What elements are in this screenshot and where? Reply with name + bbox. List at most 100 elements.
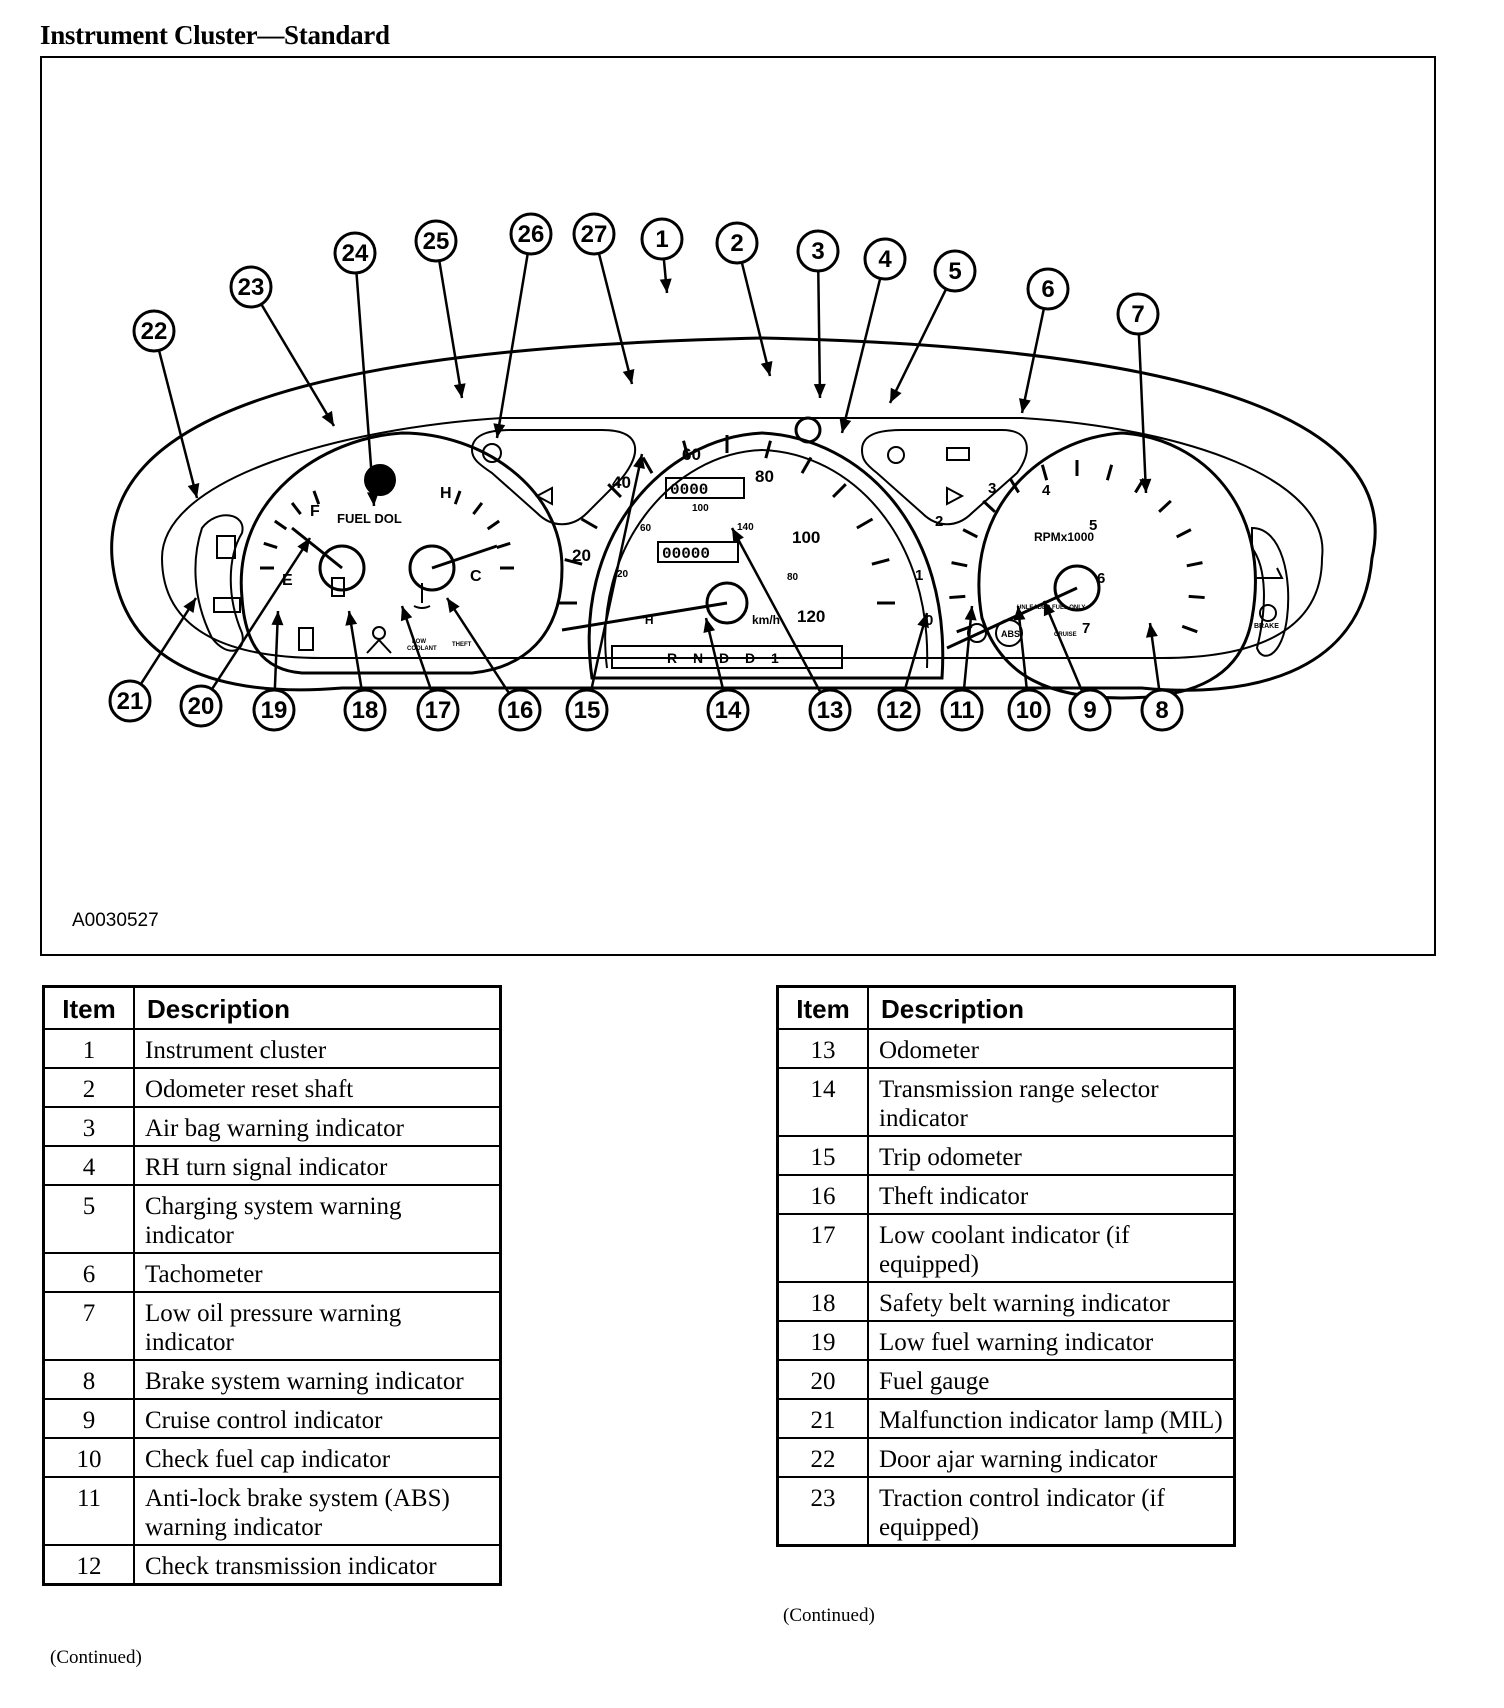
traction-control-icon (364, 464, 396, 496)
callout-circle (933, 249, 977, 293)
callout-arrowhead (297, 538, 310, 554)
gauge-tick (1008, 477, 1020, 494)
callout-9: 9 (1042, 600, 1112, 732)
callout-leader-line (445, 597, 510, 694)
brake-icon (1259, 604, 1277, 622)
callout-arrowhead (917, 613, 929, 629)
tach-tick-4: 4 (1042, 482, 1051, 499)
callout-13: 13 (730, 527, 852, 732)
callout-circle (414, 219, 458, 263)
gauge-tick (1105, 464, 1114, 481)
callout-leader-line (495, 254, 529, 439)
item-header: Item (42, 985, 135, 1030)
callout-arrowhead (345, 611, 358, 626)
gauge-tick (641, 456, 654, 474)
callout-arrowhead (964, 606, 977, 621)
callout-arrowhead (400, 606, 413, 622)
item-header: Item (776, 985, 869, 1030)
callout-4: 4 (839, 237, 907, 434)
item-description: Malfunction indicator lamp (MIL) (867, 1398, 1236, 1439)
coolant-temp-icon (413, 583, 431, 609)
callout-16: 16 (445, 597, 542, 732)
item-number: 13 (776, 1028, 869, 1069)
callout-14: 14 (703, 617, 750, 732)
temp-cold-label: C (470, 568, 482, 585)
callout-leader-line (355, 273, 376, 507)
callout-leader-line (211, 537, 312, 690)
gauge-tick (263, 541, 278, 549)
gauge-tick (453, 490, 462, 505)
callout-25: 25 (414, 219, 466, 399)
gauge-tick (290, 502, 302, 515)
fuel-gauge-label: FUEL DOL (337, 511, 402, 526)
gauge-tick (312, 490, 321, 505)
engine-malfunction-icon (213, 597, 241, 613)
callout-number: 8 (1155, 697, 1168, 724)
gauge-tick (1040, 464, 1049, 481)
callout-number: 14 (715, 697, 742, 724)
item-description: Odometer reset shaft (133, 1067, 502, 1108)
tach-tick-1: 1 (915, 567, 923, 584)
callout-7: 7 (1116, 292, 1160, 494)
callout-number: 16 (507, 697, 534, 724)
callout-20: 20 (179, 537, 312, 728)
callout-arrowhead (703, 618, 716, 634)
continued-note-right: (Continued) (783, 1605, 875, 1626)
airbag-icon (887, 446, 905, 464)
kmh-tick-20: 20 (617, 569, 629, 580)
description-header: Description (867, 985, 1236, 1030)
item-number: 20 (776, 1359, 869, 1400)
speedo-tick-120: 120 (797, 607, 825, 626)
callout-22: 22 (132, 309, 200, 499)
item-number: 3 (42, 1106, 135, 1147)
callout-18: 18 (343, 610, 387, 732)
callout-number: 3 (811, 238, 824, 265)
callout-number: 20 (188, 693, 215, 720)
callout-circle (796, 229, 840, 273)
item-description: RH turn signal indicator (133, 1145, 502, 1186)
gauge-tick (832, 483, 847, 498)
item-number: 6 (42, 1252, 135, 1293)
callout-arrowhead (493, 423, 506, 438)
callout-leader-line (158, 351, 199, 499)
callout-circle (640, 217, 684, 261)
cluster-outer-outline (110, 336, 1377, 692)
callout-arrowhead (1145, 623, 1158, 638)
gauge-tick (472, 502, 484, 515)
callout-circle (333, 231, 377, 275)
gauge-tick (1181, 624, 1198, 634)
gauge-tick (273, 519, 288, 531)
callout-arrowhead (659, 278, 672, 293)
speedometer-hub (705, 581, 749, 625)
callout-number: 25 (423, 228, 450, 255)
speedo-tick-80: 80 (755, 467, 774, 486)
callout-arrowhead (1043, 601, 1055, 617)
callout-number: 23 (238, 274, 265, 301)
tach-label: RPMx1000 (1034, 530, 1094, 544)
speedo-right-unit: km/h (752, 613, 780, 627)
oil-can-icon (1254, 567, 1284, 579)
brake-label: BRAKE (1254, 623, 1279, 630)
item-description: Tachometer (133, 1252, 502, 1293)
instrument-cluster-figure: F E FUEL DOL H C 20 40 60 80 100 120 20 … (40, 56, 1436, 956)
callout-17: 17 (400, 605, 460, 732)
odometer-box (657, 541, 739, 563)
speedo-tick-20: 20 (572, 546, 591, 565)
item-description: Safety belt warning indicator (867, 1281, 1236, 1322)
callout-circle (343, 688, 387, 732)
item-description: Cruise control indicator (133, 1398, 502, 1439)
temp-needle (431, 544, 498, 570)
gauge-tick (982, 499, 996, 513)
item-description: Traction control indicator (if equipped) (867, 1476, 1236, 1547)
gauge-tick (486, 519, 501, 531)
gauge-tick (496, 541, 511, 549)
odometer-reset-knob (794, 416, 822, 444)
callout-6: 6 (1019, 267, 1070, 414)
callout-circle (706, 688, 750, 732)
tach-tick-0: 0 (925, 612, 933, 629)
